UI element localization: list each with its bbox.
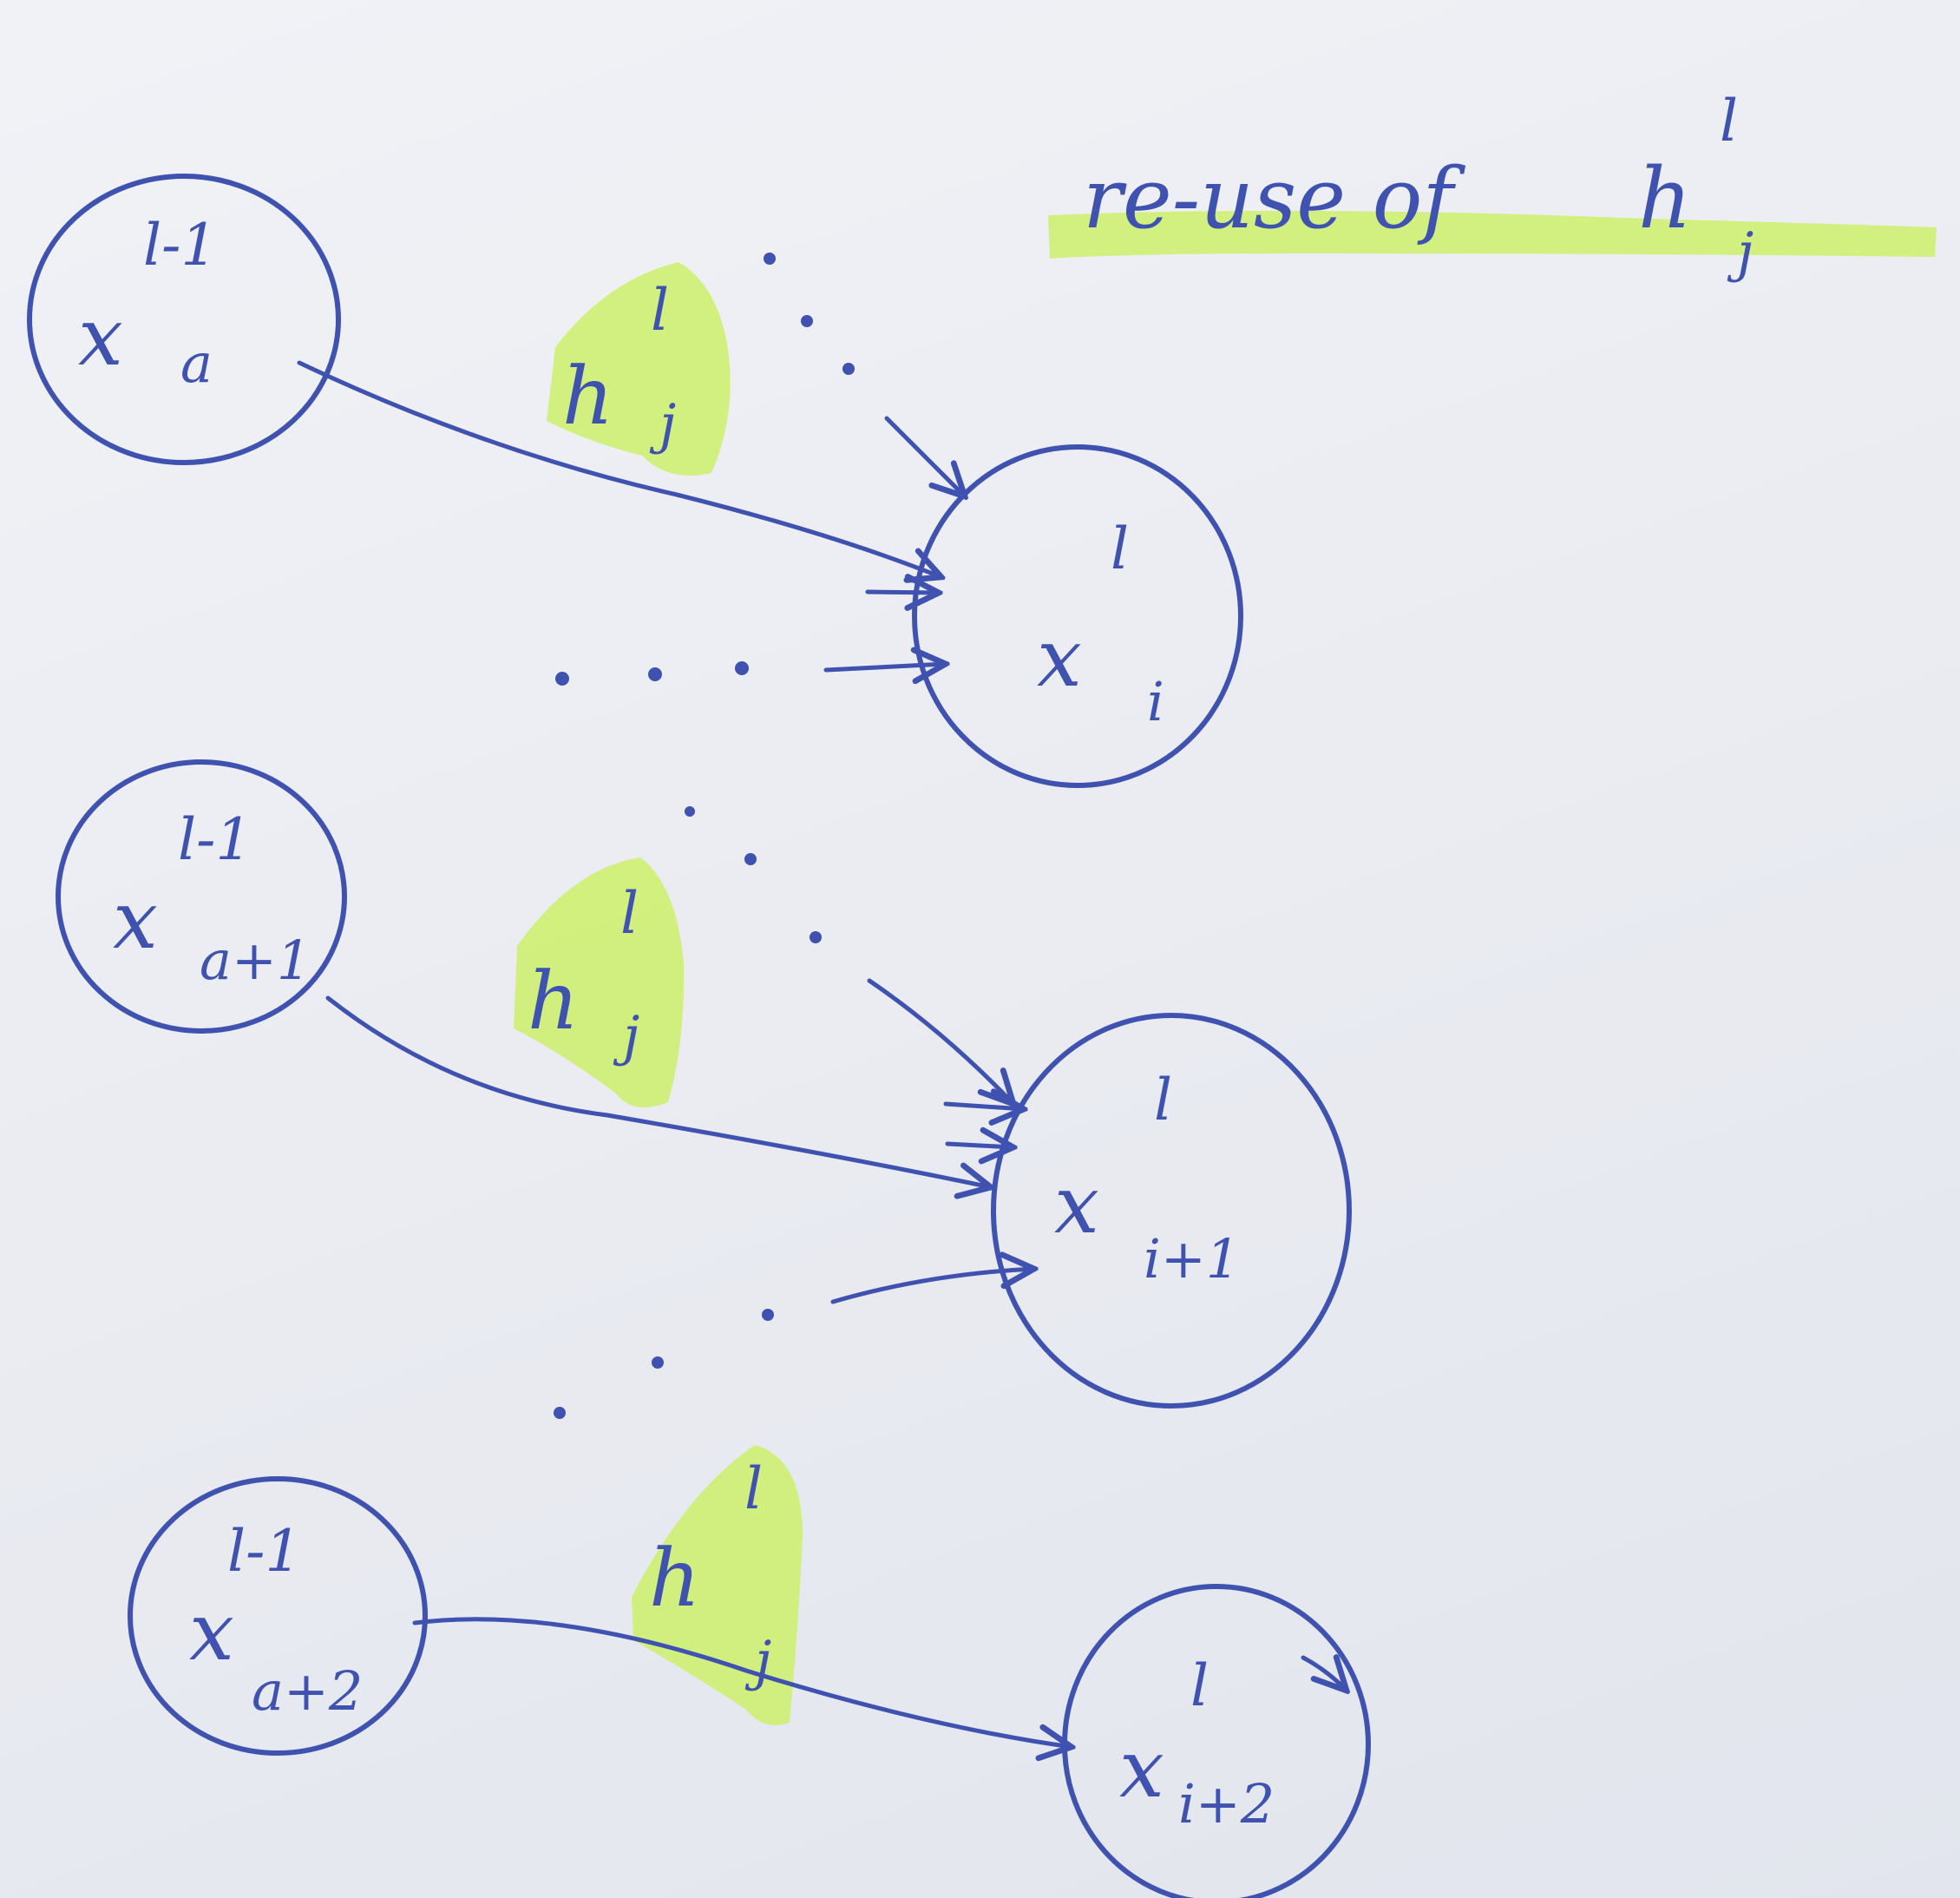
input-node-a-circle <box>27 174 341 465</box>
incoming-arrow-i2-1 <box>1301 1658 1347 1691</box>
title-highlight <box>1048 210 1937 259</box>
input-node-a: x l-1 a <box>78 212 217 395</box>
edge-label-highlight-2 <box>514 857 685 1108</box>
incoming-arrow-i-3 <box>823 664 946 670</box>
incoming-arrow-i1-4 <box>830 1269 1034 1304</box>
output-node-i-circle <box>912 444 1243 788</box>
output-node-i2: x l i+2 <box>1119 1652 1275 1836</box>
output-node-i: x l i <box>1037 516 1164 733</box>
edge-label-1-sup: l <box>651 277 669 344</box>
input-node-a2-sup: l-1 <box>227 1518 301 1585</box>
incoming-arrow-i-1 <box>884 416 965 496</box>
input-node-a2-sub: a+2 <box>252 1659 363 1723</box>
input-node-a1-sup: l-1 <box>178 806 252 873</box>
output-node-i2-circle <box>1062 1584 1371 1898</box>
output-node-i2-sub: i+2 <box>1178 1772 1275 1836</box>
input-node-a1: x l-1 a+1 <box>113 806 311 992</box>
edge-label-highlight-3 <box>632 1445 803 1725</box>
edge-label-2-base: h <box>528 955 579 1048</box>
output-node-i1-base: x <box>1054 1159 1099 1251</box>
input-node-a-base: x <box>78 291 123 384</box>
output-node-i1-circle <box>991 1013 1352 1409</box>
title-text: re-use of <box>1083 150 1465 247</box>
input-node-a1-base: x <box>113 874 158 967</box>
input-node-a1-sub: a+1 <box>200 929 311 992</box>
edge-a1-to-i1 <box>325 995 991 1187</box>
edge-label-3: h l j <box>649 1455 771 1692</box>
output-node-i-sup: l <box>1111 516 1129 582</box>
output-node-i1: x l i+1 <box>1054 1067 1240 1291</box>
incoming-arrow-i1-2 <box>943 1104 1024 1109</box>
input-node-a2-base: x <box>189 1586 234 1678</box>
output-node-i1-sub: i+1 <box>1144 1227 1240 1291</box>
edge-label-2-sup: l <box>620 880 639 947</box>
output-node-i2-sup: l <box>1190 1652 1209 1719</box>
edge-label-1-base: h <box>562 350 613 443</box>
edge-label-3-base: h <box>649 1532 700 1625</box>
edge-label-3-sup: l <box>744 1455 763 1522</box>
output-node-i-sub: i <box>1147 670 1164 733</box>
edge-label-highlight-1 <box>547 262 731 476</box>
input-node-a-sub: a <box>180 332 213 395</box>
title-symbol-base: h <box>1638 150 1692 247</box>
title-symbol-sup: l <box>1720 88 1738 154</box>
ellipsis-dots <box>554 253 855 1419</box>
output-node-i-base: x <box>1037 612 1082 705</box>
input-node-a-sup: l-1 <box>143 212 217 279</box>
title-group: re-use of h l j <box>1048 88 1937 284</box>
incoming-arrow-i1-3 <box>945 1144 1013 1147</box>
output-node-i2-base: x <box>1119 1723 1164 1816</box>
output-node-i1-sup: l <box>1154 1067 1172 1133</box>
edge-a-to-i <box>297 360 941 577</box>
input-node-a1-circle <box>56 759 347 1034</box>
incoming-arrow-i-2 <box>865 592 939 593</box>
edge-label-2: h l j <box>528 880 639 1067</box>
input-node-a2: x l-1 a+2 <box>189 1518 363 1723</box>
edge-a2-to-i2 <box>412 1617 1072 1747</box>
input-node-a2-circle <box>128 1476 428 1756</box>
incoming-arrow-i1-1 <box>867 978 1013 1104</box>
